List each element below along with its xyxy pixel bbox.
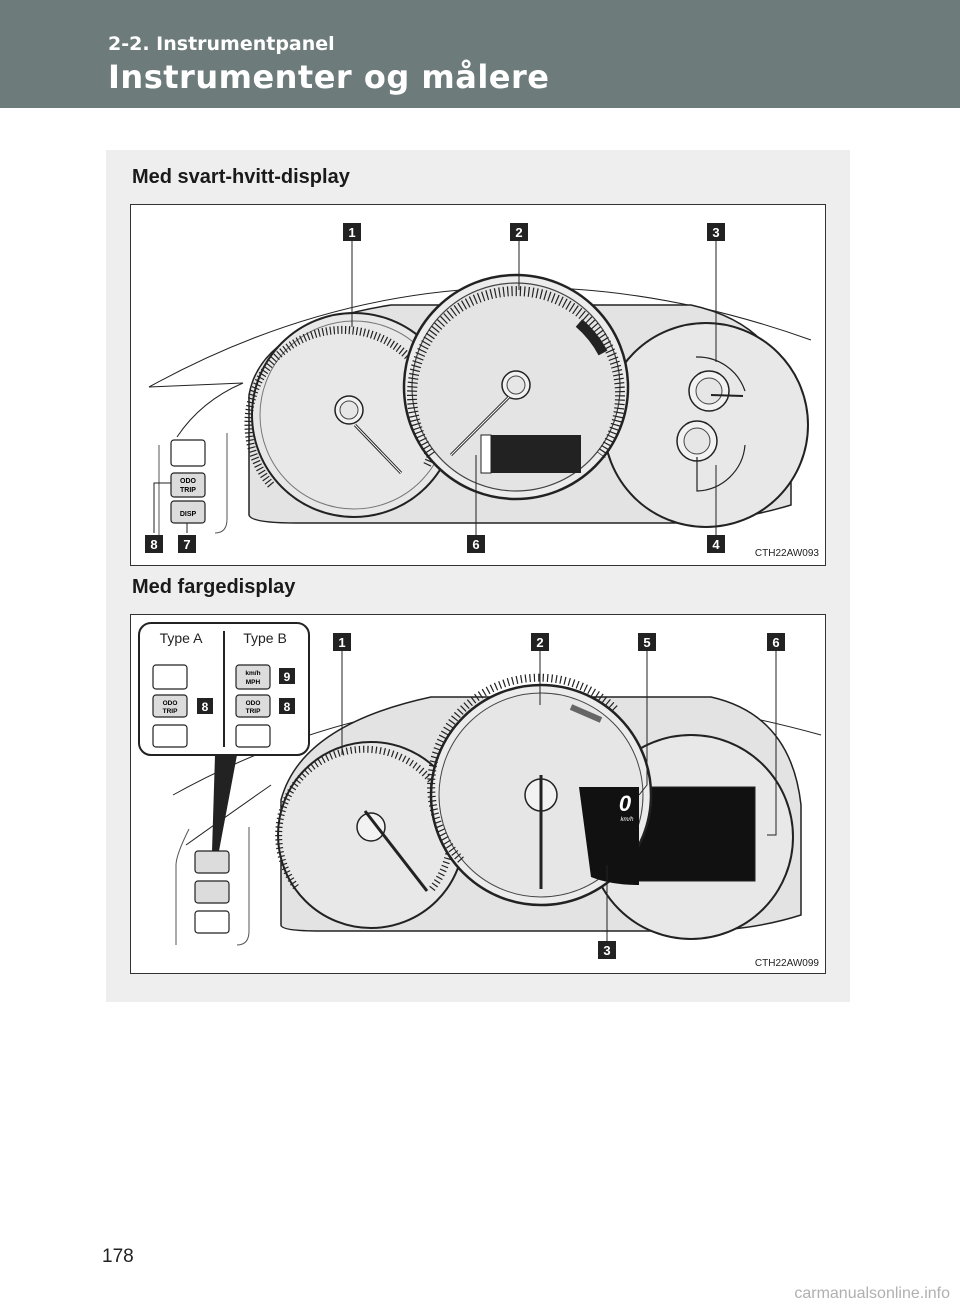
speed-unit: km/h	[620, 817, 634, 823]
svg-text:6: 6	[472, 537, 479, 552]
disp-button	[170, 500, 206, 524]
type-b-label: Type B	[243, 630, 287, 646]
inset-callout-8a: 8	[197, 698, 213, 714]
speed-value: 0	[619, 791, 632, 816]
blank-button	[170, 439, 206, 467]
chapter-header: 2-2. Instrumentpanel Instrumenter og mål…	[0, 0, 960, 108]
figure2-heading: Med fargedisplay	[132, 576, 296, 598]
callout-7: 7	[178, 535, 196, 553]
callout-1: 1	[333, 633, 351, 651]
svg-text:6: 6	[772, 635, 779, 650]
callout-3: 3	[707, 223, 725, 241]
figure2-code: CTH22AW099	[755, 958, 820, 969]
svg-text:2: 2	[515, 225, 522, 240]
callout-6: 6	[467, 535, 485, 553]
svg-text:3: 3	[712, 225, 719, 240]
section-title: 2-2. Instrumentpanel	[108, 33, 335, 55]
odo-trip-button	[170, 472, 206, 498]
svg-text:ODO: ODO	[246, 700, 261, 707]
callout-4: 4	[707, 535, 725, 553]
svg-text:5: 5	[643, 635, 650, 650]
watermark: carmanualsonline.info	[794, 1285, 950, 1302]
monochrome-display	[491, 435, 581, 473]
figure1-svg: ODO TRIP DISP 1 2 3 4 6	[145, 223, 820, 559]
figure1-heading: Med svart-hvitt-display	[132, 166, 350, 188]
color-display	[636, 786, 756, 882]
callout-2: 2	[510, 223, 528, 241]
callout-1: 1	[343, 223, 361, 241]
svg-text:2: 2	[536, 635, 543, 650]
callout-3: 3	[598, 941, 616, 959]
svg-text:9: 9	[284, 670, 291, 684]
callout-2: 2	[531, 633, 549, 651]
svg-text:1: 1	[348, 225, 355, 240]
trip-label: TRIP	[180, 487, 196, 494]
figure2-svg: 0 km/h Type A Type B ODO TRIP km/h MPH O…	[138, 622, 822, 969]
inset-callout-8b: 8	[279, 698, 295, 714]
svg-text:ODO: ODO	[163, 700, 178, 707]
disp-label: DISP	[180, 511, 197, 518]
svg-text:8: 8	[202, 700, 209, 714]
figure1-code: CTH22AW093	[755, 548, 820, 559]
figure2-illustration: 0 km/h Type A Type B ODO TRIP km/h MPH O…	[130, 614, 826, 974]
svg-text:MPH: MPH	[246, 679, 261, 686]
type-a-label: Type A	[160, 630, 203, 646]
callout-6: 6	[767, 633, 785, 651]
svg-text:TRIP: TRIP	[163, 708, 178, 715]
figure1-illustration: ODO TRIP DISP 1 2 3 4 6	[130, 204, 826, 566]
svg-text:3: 3	[603, 943, 610, 958]
page-number: 178	[102, 1246, 134, 1267]
svg-text:7: 7	[183, 537, 190, 552]
svg-text:8: 8	[284, 700, 291, 714]
svg-text:km/h: km/h	[245, 670, 260, 677]
svg-text:1: 1	[338, 635, 345, 650]
inset-callout-9: 9	[279, 668, 295, 684]
svg-text:4: 4	[712, 537, 720, 552]
svg-text:8: 8	[150, 537, 157, 552]
odo-label: ODO	[180, 478, 197, 485]
callout-8: 8	[145, 535, 163, 553]
svg-text:TRIP: TRIP	[246, 708, 261, 715]
page-title: Instrumenter og målere	[108, 58, 550, 96]
callout-5: 5	[638, 633, 656, 651]
